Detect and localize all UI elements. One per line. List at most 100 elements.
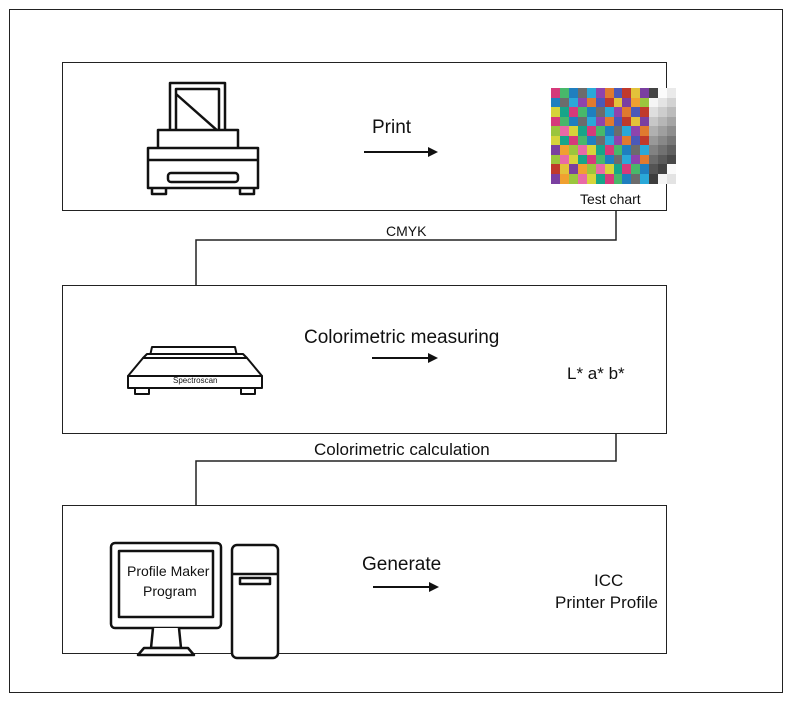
test-chart-patch: [622, 173, 632, 184]
test-chart-patch: [559, 107, 570, 117]
test-chart-patch: [551, 126, 561, 136]
test-chart-patch: [604, 164, 614, 174]
spectrometer-label: Spectroscan: [173, 376, 218, 385]
test-chart-patch: [586, 154, 597, 165]
test-chart-patch: [649, 173, 659, 184]
stage-measure-result-label: L* a* b*: [567, 364, 625, 383]
test-chart-patch: [631, 88, 641, 98]
test-chart-patch: [649, 135, 659, 146]
test-chart-patch: [667, 135, 677, 146]
test-chart-patch: [658, 126, 668, 136]
test-chart-patch: [667, 97, 677, 108]
test-chart-patch: [640, 97, 650, 108]
test-chart-patch: [577, 135, 588, 146]
test-chart-patch: [595, 173, 606, 184]
test-chart-patch: [586, 135, 597, 146]
test-chart-patch: [667, 126, 677, 136]
test-chart-patch: [649, 145, 659, 155]
test-chart-patch: [595, 88, 606, 98]
test-chart-patch: [586, 97, 597, 108]
test-chart-patch: [559, 154, 570, 165]
test-chart-patch: [586, 88, 597, 98]
test-chart-patch: [631, 97, 641, 108]
test-chart-patch: [577, 164, 588, 174]
test-chart-patch: [640, 135, 650, 146]
test-chart-patch: [595, 97, 606, 108]
test-chart-patch: [613, 88, 623, 98]
test-chart-patch: [559, 88, 570, 98]
test-chart-patch: [595, 154, 606, 165]
test-chart-patch: [649, 164, 659, 174]
test-chart-patch: [613, 126, 623, 136]
test-chart-patch: [640, 88, 650, 98]
test-chart-patch: [577, 97, 588, 108]
test-chart-patch: [667, 116, 677, 127]
test-chart-patch: [613, 107, 623, 117]
generate-arrow: [373, 582, 439, 592]
stage-generate-result-line1: ICC: [594, 571, 624, 590]
test-chart-patch: [577, 126, 588, 136]
test-chart-patch: [559, 164, 570, 174]
test-chart-patch: [631, 173, 641, 184]
test-chart-patch: [640, 126, 650, 136]
test-chart-patch: [586, 116, 597, 127]
test-chart-patch: [568, 88, 579, 98]
test-chart-patch: [551, 97, 561, 108]
test-chart-patch: [551, 116, 561, 127]
test-chart-patch: [649, 154, 659, 165]
test-chart-patch: [667, 173, 677, 184]
test-chart-patch: [586, 126, 597, 136]
test-chart-patch: [604, 97, 614, 108]
test-chart-patch: [658, 116, 668, 127]
test-chart-patch: [577, 116, 588, 127]
test-chart-patch: [586, 145, 597, 155]
test-chart-patch: [586, 173, 597, 184]
test-chart-patch: [631, 135, 641, 146]
test-chart-patch: [667, 164, 677, 174]
test-chart-patch: [595, 135, 606, 146]
stage-print-action-label: Print: [372, 117, 412, 138]
test-chart-patch: [568, 135, 579, 146]
stage-generate-result-line2: Printer Profile: [555, 593, 658, 612]
test-chart-patch: [559, 135, 570, 146]
test-chart-patch: [577, 154, 588, 165]
print-arrow: [364, 147, 438, 157]
test-chart-patch: [559, 97, 570, 108]
stage-print-result-label: Test chart: [580, 191, 641, 207]
test-chart-patch: [604, 116, 614, 127]
test-chart-patch: [658, 145, 668, 155]
test-chart-patch: [622, 164, 632, 174]
stage-measure-action-label: Colorimetric measuring: [304, 327, 500, 348]
test-chart-patch: [551, 154, 561, 165]
test-chart-patch: [604, 154, 614, 165]
test-chart-patch: [658, 135, 668, 146]
computer-icon: [109, 541, 280, 660]
test-chart-patch: [640, 116, 650, 127]
test-chart-patch: [613, 145, 623, 155]
test-chart-patch: [622, 135, 632, 146]
test-chart-patch: [658, 97, 668, 108]
connector-colorimetric-calculation: [191, 434, 617, 527]
connector-colorimetric-calculation-label: Colorimetric calculation: [314, 440, 490, 459]
test-chart-patch: [577, 145, 588, 155]
test-chart-patch: [640, 164, 650, 174]
test-chart-patch: [568, 173, 579, 184]
test-chart-patch: [568, 97, 579, 108]
test-chart-patch: [613, 97, 623, 108]
test-chart-patch: [604, 126, 614, 136]
test-chart-patch: [595, 164, 606, 174]
test-chart-patch: [622, 107, 632, 117]
test-chart-patch: [667, 154, 677, 165]
test-chart-patch: [586, 164, 597, 174]
stage-generate-action-label: Generate: [362, 554, 442, 575]
test-chart-patch: [631, 126, 641, 136]
test-chart-patch: [559, 126, 570, 136]
test-chart-patch: [613, 116, 623, 127]
test-chart-patch: [658, 173, 668, 184]
test-chart-patch: [577, 88, 588, 98]
spectrometer-icon: [127, 346, 263, 395]
test-chart-patch: [568, 154, 579, 165]
test-chart-patch: [649, 107, 659, 117]
test-chart-patch: [613, 173, 623, 184]
